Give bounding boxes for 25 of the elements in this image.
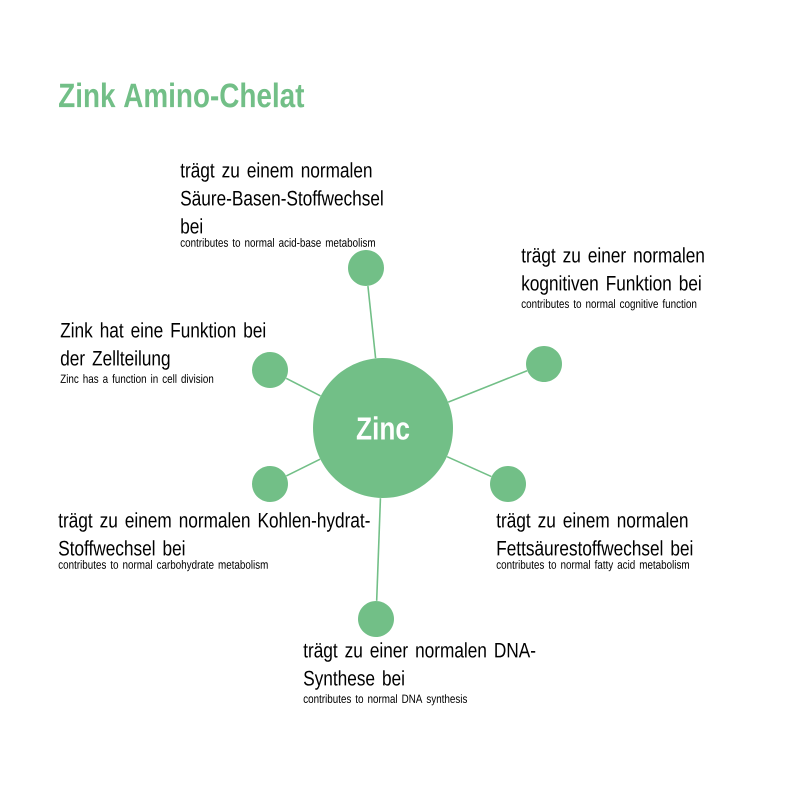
description-text: trägt zu einer normalen kognitiven Funktion bei	[521, 247, 704, 295]
translation-text: contributes to normal acid-base metabolism	[180, 238, 375, 247]
description-text: trägt zu einem normalen Fettsäurestoffwechsel bei	[496, 512, 692, 556]
translation-text: contributes to normal carbohydrate metabolism	[58, 560, 268, 572]
connector-line	[286, 458, 320, 477]
small-circle	[348, 250, 384, 286]
description-text: trägt zu einer normalen DNA-Synthese bei	[303, 642, 536, 690]
small-circle	[252, 466, 288, 502]
connector-line	[286, 378, 321, 397]
title: Zink Amino-Chelat	[59, 82, 304, 108]
small-circle	[252, 352, 288, 388]
small-circle	[526, 346, 562, 382]
connector-line	[367, 286, 376, 358]
small-circle	[490, 466, 526, 502]
translation-text: contributes to normal cognitive function	[522, 299, 696, 310]
description-text: trägt zu einem normalen Säure-Basen-Stoffwechsel bei	[180, 162, 383, 234]
description-text: trägt zu einem normalen Kohlen-hydrat-Stoffwechsel bei	[58, 512, 370, 556]
translation-text: contributes to normal DNA synthesis	[304, 694, 468, 706]
connector-line	[448, 370, 528, 403]
description-text: Zink hat eine Funktion bei der Zellteilung	[60, 322, 266, 370]
small-circle	[358, 601, 394, 637]
translation-text: Zinc has a function in cell division	[60, 374, 214, 383]
connector-line	[446, 456, 492, 478]
connector-line	[376, 498, 382, 601]
translation-text: contributes to normal fatty acid metabolism	[496, 560, 689, 572]
